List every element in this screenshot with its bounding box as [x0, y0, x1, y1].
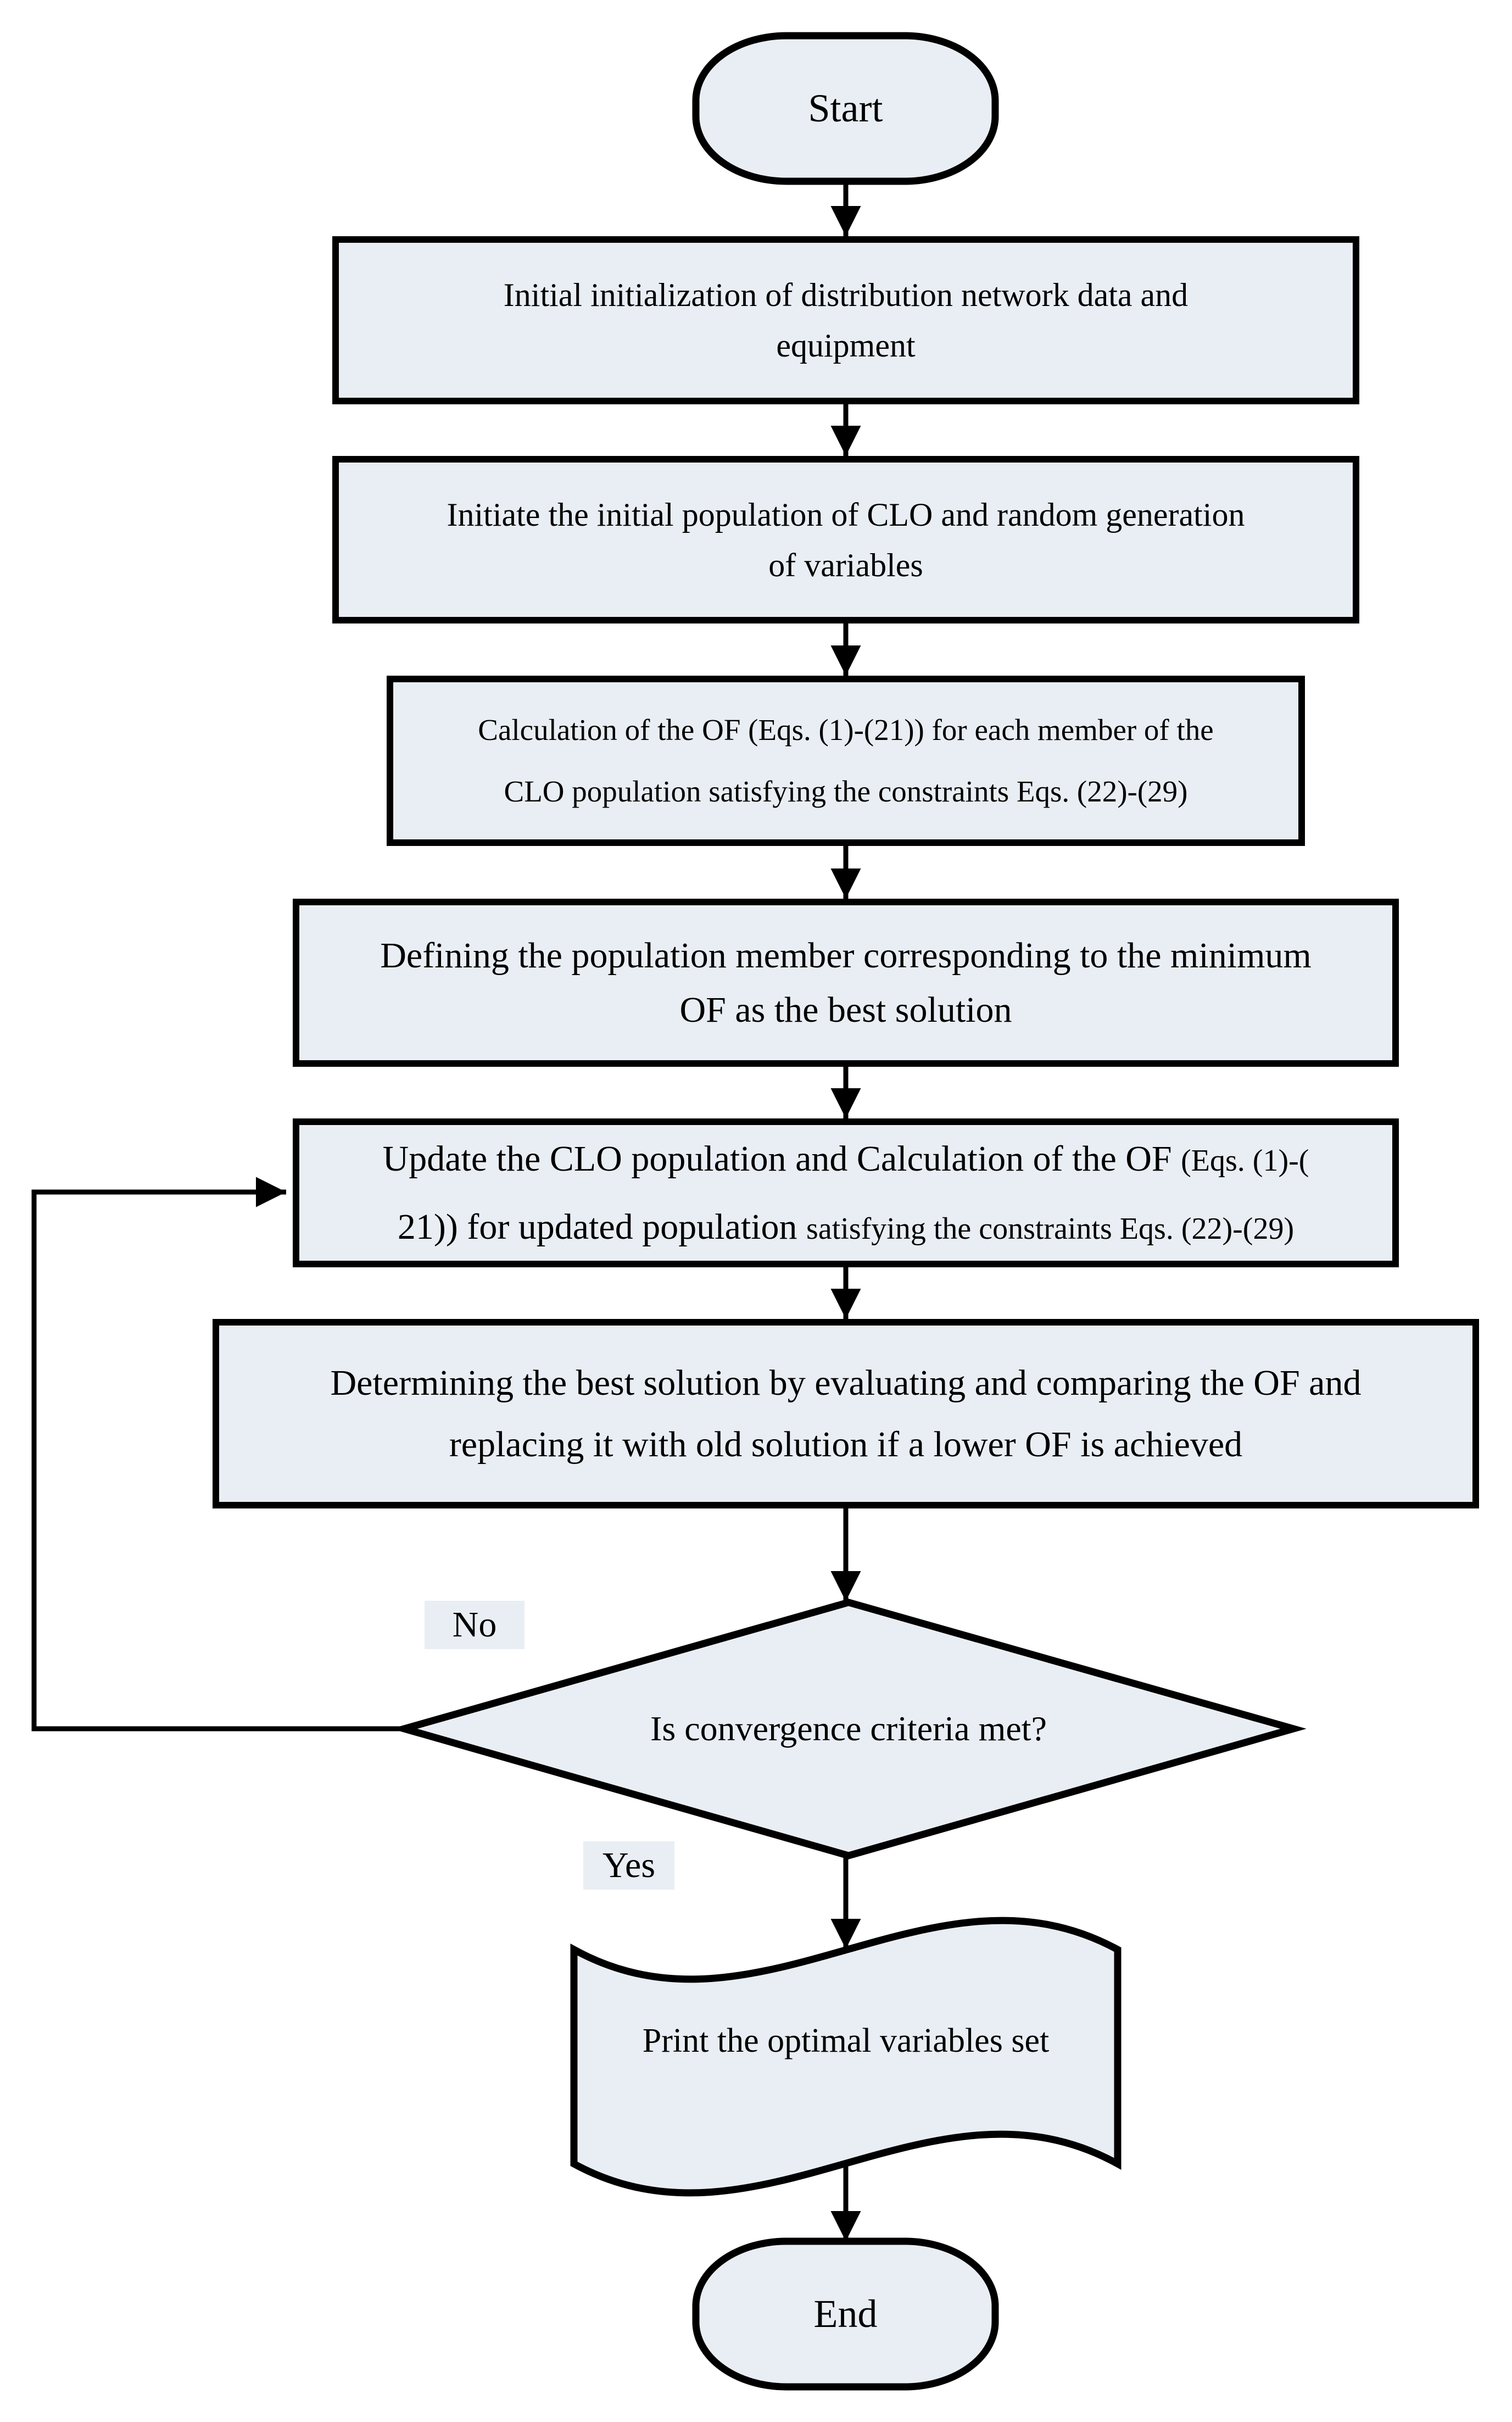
- process-text-segment: Update the CLO population and Calculatio…: [382, 1138, 1181, 1179]
- process-text-line: Calculation of the OF (Eqs. (1)-(21)) fo…: [478, 713, 1214, 747]
- process-text-segment-small: satisfying the constraints Eqs. (22)-(29…: [806, 1212, 1295, 1246]
- start-node: Start: [696, 36, 995, 181]
- process-update-population: Update the CLO population and Calculatio…: [293, 1118, 1399, 1267]
- print-node: Print the optimal variables set: [588, 1991, 1104, 2090]
- start-label: Start: [808, 86, 883, 131]
- process-determine-best-solution: Determining the best solution by evaluat…: [213, 1319, 1479, 1508]
- decision-label: Is convergence criteria met?: [650, 1708, 1047, 1748]
- process-define-best-solution: Defining the population member correspon…: [293, 899, 1399, 1067]
- process-text-line: Initiate the initial population of CLO a…: [447, 496, 1245, 533]
- loop-no-arrow: [31, 1177, 404, 1731]
- process-calculate-of: Calculation of the OF (Eqs. (1)-(21)) fo…: [387, 676, 1305, 846]
- process-text-line: Determining the best solution by evaluat…: [330, 1363, 1362, 1404]
- process-text-line: 21)) for updated population satisfying t…: [398, 1205, 1294, 1249]
- process-text-line: equipment: [776, 327, 916, 364]
- print-flag-shape: [570, 1917, 1122, 2197]
- print-label: Print the optimal variables set: [642, 2022, 1050, 2059]
- process-text-segment-small: (Eqs. (1)-(: [1181, 1143, 1309, 1178]
- process-initialize-data: Initial initialization of distribution n…: [332, 236, 1359, 404]
- process-text-line: OF as the best solution: [679, 990, 1012, 1030]
- decision-node: Is convergence criteria met?: [439, 1641, 1258, 1817]
- edge-label-yes: Yes: [583, 1841, 674, 1890]
- process-text-line: Initial initialization of distribution n…: [503, 277, 1189, 313]
- process-text-line: CLO population satisfying the constraint…: [504, 775, 1188, 808]
- process-text-line: Defining the population member correspon…: [380, 935, 1312, 976]
- process-text-line: of variables: [768, 547, 923, 583]
- process-initiate-population: Initiate the initial population of CLO a…: [332, 456, 1359, 623]
- process-text-segment: 21)) for updated population: [397, 1207, 807, 1247]
- decision-diamond-shape: [391, 1599, 1307, 1859]
- process-text-line: replacing it with old solution if a lowe…: [449, 1424, 1243, 1465]
- end-label: End: [813, 2292, 878, 2336]
- process-text-line: Update the CLO population and Calculatio…: [383, 1137, 1309, 1181]
- end-node: End: [696, 2241, 995, 2387]
- edge-label-no: No: [425, 1601, 525, 1649]
